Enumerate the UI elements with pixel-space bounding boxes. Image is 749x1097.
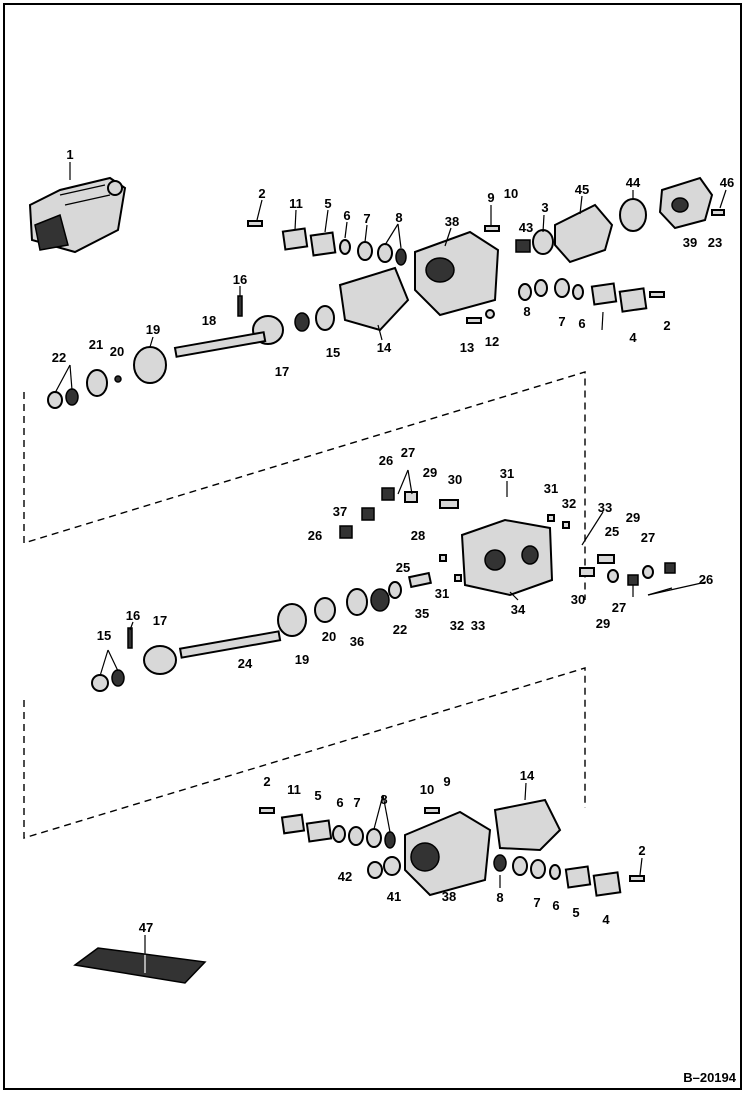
callout-label: 29: [626, 510, 640, 525]
callout-label: 22: [393, 622, 407, 637]
callout-label: 25: [396, 560, 410, 575]
callout-label: 23: [708, 235, 722, 250]
callout-label: 18: [202, 313, 216, 328]
callout-label: 34: [511, 602, 526, 617]
callout-label: 8: [395, 210, 402, 225]
callout-label: 5: [314, 788, 321, 803]
callout-label: 21: [89, 337, 103, 352]
callout-label: 41: [387, 889, 401, 904]
callout-label: 12: [485, 334, 499, 349]
callout-label: 25: [605, 524, 619, 539]
callout-label: 32: [562, 496, 576, 511]
callout-label: 7: [558, 314, 565, 329]
callout-labels: 1 2 11 5 6 7 8 38 9 10 43 3 45 44 46 39 …: [52, 147, 734, 935]
callout-label: 33: [471, 618, 485, 633]
callout-label: 26: [308, 528, 322, 543]
callout-label: 15: [326, 345, 340, 360]
decal-strip: [73, 947, 207, 984]
callout-label: 15: [97, 628, 111, 643]
callout-label: 16: [126, 608, 140, 623]
dashed-guide-upper: [23, 371, 586, 600]
callout-label: 43: [519, 220, 533, 235]
callout-label: 2: [638, 843, 645, 858]
callout-label: 13: [460, 340, 474, 355]
callout-label: 4: [602, 912, 610, 927]
pump-assembly: [28, 176, 127, 254]
callout-label: 11: [287, 782, 301, 797]
upper-parts: [47, 176, 725, 409]
lower-parts: [259, 798, 645, 897]
callout-label: 6: [343, 208, 350, 223]
callout-label: 26: [379, 453, 393, 468]
callout-label: 14: [377, 340, 392, 355]
callout-label: 7: [363, 211, 370, 226]
callout-label: 19: [295, 652, 309, 667]
callout-label: 8: [380, 792, 387, 807]
callout-label: 27: [401, 445, 415, 460]
callout-label: 38: [442, 889, 456, 904]
callout-label: 17: [153, 613, 167, 628]
callout-label: 37: [333, 504, 347, 519]
callout-label: 38: [445, 214, 459, 229]
callout-label: 11: [289, 196, 303, 211]
callout-label: 26: [699, 572, 713, 587]
callout-label: 5: [324, 196, 331, 211]
callout-label: 39: [683, 235, 697, 250]
callout-label: 47: [139, 920, 153, 935]
callout-label: 5: [572, 905, 579, 920]
callout-label: 42: [338, 869, 352, 884]
callout-label: 46: [720, 175, 734, 190]
callout-label: 30: [571, 592, 585, 607]
callout-label: 27: [612, 600, 626, 615]
callout-label: 2: [258, 186, 265, 201]
callout-label: 31: [500, 466, 514, 481]
callout-label: 22: [52, 350, 66, 365]
callout-label: 29: [423, 465, 437, 480]
callout-label: 2: [663, 318, 670, 333]
diagram-frame: [3, 3, 742, 1090]
callout-label: 8: [523, 304, 530, 319]
callout-label: 32: [450, 618, 464, 633]
callout-label: 35: [415, 606, 429, 621]
callout-label: 7: [533, 895, 540, 910]
callout-label: 31: [544, 481, 558, 496]
center-section-parts: [91, 487, 676, 692]
callout-label: 20: [110, 344, 124, 359]
callout-label: 29: [596, 616, 610, 631]
callout-label: 7: [353, 795, 360, 810]
callout-label: 16: [233, 272, 247, 287]
dashed-guide-lower: [23, 667, 586, 839]
callout-label: 8: [496, 890, 503, 905]
callout-label: 14: [520, 768, 535, 783]
figure-code: B–20194: [683, 1070, 737, 1085]
callout-label: 17: [275, 364, 289, 379]
callout-label: 24: [238, 656, 253, 671]
leader-lines: [54, 162, 727, 955]
callout-label: 9: [443, 774, 450, 789]
callout-label: 10: [504, 186, 518, 201]
callout-label: 44: [626, 175, 641, 190]
callout-label: 33: [598, 500, 612, 515]
callout-label: 6: [336, 795, 343, 810]
callout-label: 6: [578, 316, 585, 331]
callout-label: 3: [541, 200, 548, 215]
callout-label: 45: [575, 182, 589, 197]
callout-label: 27: [641, 530, 655, 545]
callout-label: 9: [487, 190, 494, 205]
callout-label: 20: [322, 629, 336, 644]
callout-label: 30: [448, 472, 462, 487]
callout-label: 2: [263, 774, 270, 789]
callout-label: 6: [552, 898, 559, 913]
callout-label: 28: [411, 528, 425, 543]
callout-label: 36: [350, 634, 364, 649]
callout-label: 10: [420, 782, 434, 797]
callout-label: 19: [146, 322, 160, 337]
callout-label: 1: [66, 147, 73, 162]
callout-label: 4: [629, 330, 637, 345]
callout-label: 31: [435, 586, 449, 601]
